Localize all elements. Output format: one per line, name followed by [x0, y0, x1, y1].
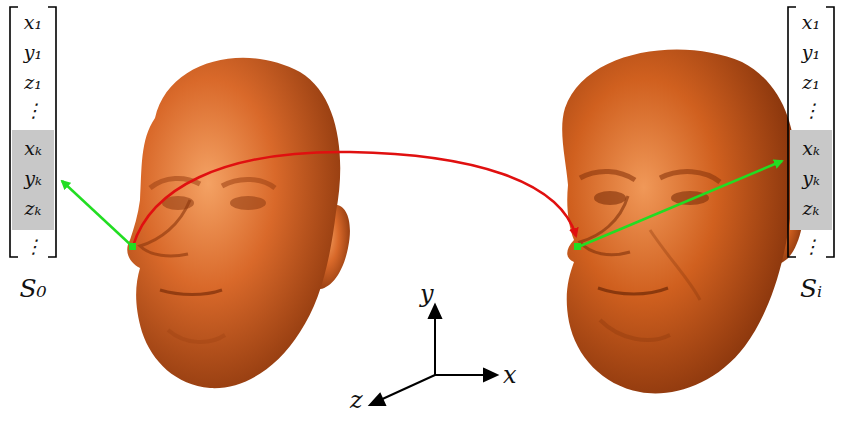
face-mean — [127, 58, 350, 388]
vector-entry: x₁ — [8, 10, 58, 34]
vector-entry: x₁ — [786, 10, 836, 34]
leader-arrow — [62, 181, 133, 247]
vector-entry: xₖ — [790, 136, 832, 160]
axis-label: z — [350, 386, 363, 414]
vector-entry: ⋮ — [786, 234, 836, 258]
vector-entry: zₖ — [12, 196, 54, 220]
vertex-dot — [574, 243, 581, 250]
vertex-dot — [129, 243, 136, 250]
vector-entry: y₁ — [786, 40, 836, 64]
vector-entry: z₁ — [786, 70, 836, 94]
vector-entry: ⋮ — [8, 234, 58, 258]
axes — [370, 305, 497, 405]
correspondence-curve — [133, 152, 576, 246]
vector-entry: yₖ — [12, 166, 54, 190]
vector-entry: ⋮ — [786, 98, 836, 122]
vector-entry: yₖ — [790, 166, 832, 190]
vector-name: S₀ — [8, 274, 58, 304]
vector-entry: y₁ — [8, 40, 58, 64]
axis-label: x — [503, 361, 517, 389]
axis-label: y — [420, 280, 434, 308]
vector-column: x₁y₁z₁⋮⋮S₀xₖyₖzₖ — [8, 6, 58, 258]
vector-column: x₁y₁z₁⋮⋮Sᵢxₖyₖzₖ — [786, 6, 836, 258]
vector-entry: zₖ — [790, 196, 832, 220]
vector-name: Sᵢ — [786, 274, 836, 304]
highlight-band: xₖ yₖ zₖ — [12, 130, 54, 230]
leader-arrow — [578, 161, 782, 247]
vector-entry: z₁ — [8, 70, 58, 94]
vector-entry: ⋮ — [8, 98, 58, 122]
vector-entry: xₖ — [12, 136, 54, 160]
face-sample — [562, 49, 804, 393]
highlight-band: xₖ yₖ zₖ — [790, 130, 832, 230]
